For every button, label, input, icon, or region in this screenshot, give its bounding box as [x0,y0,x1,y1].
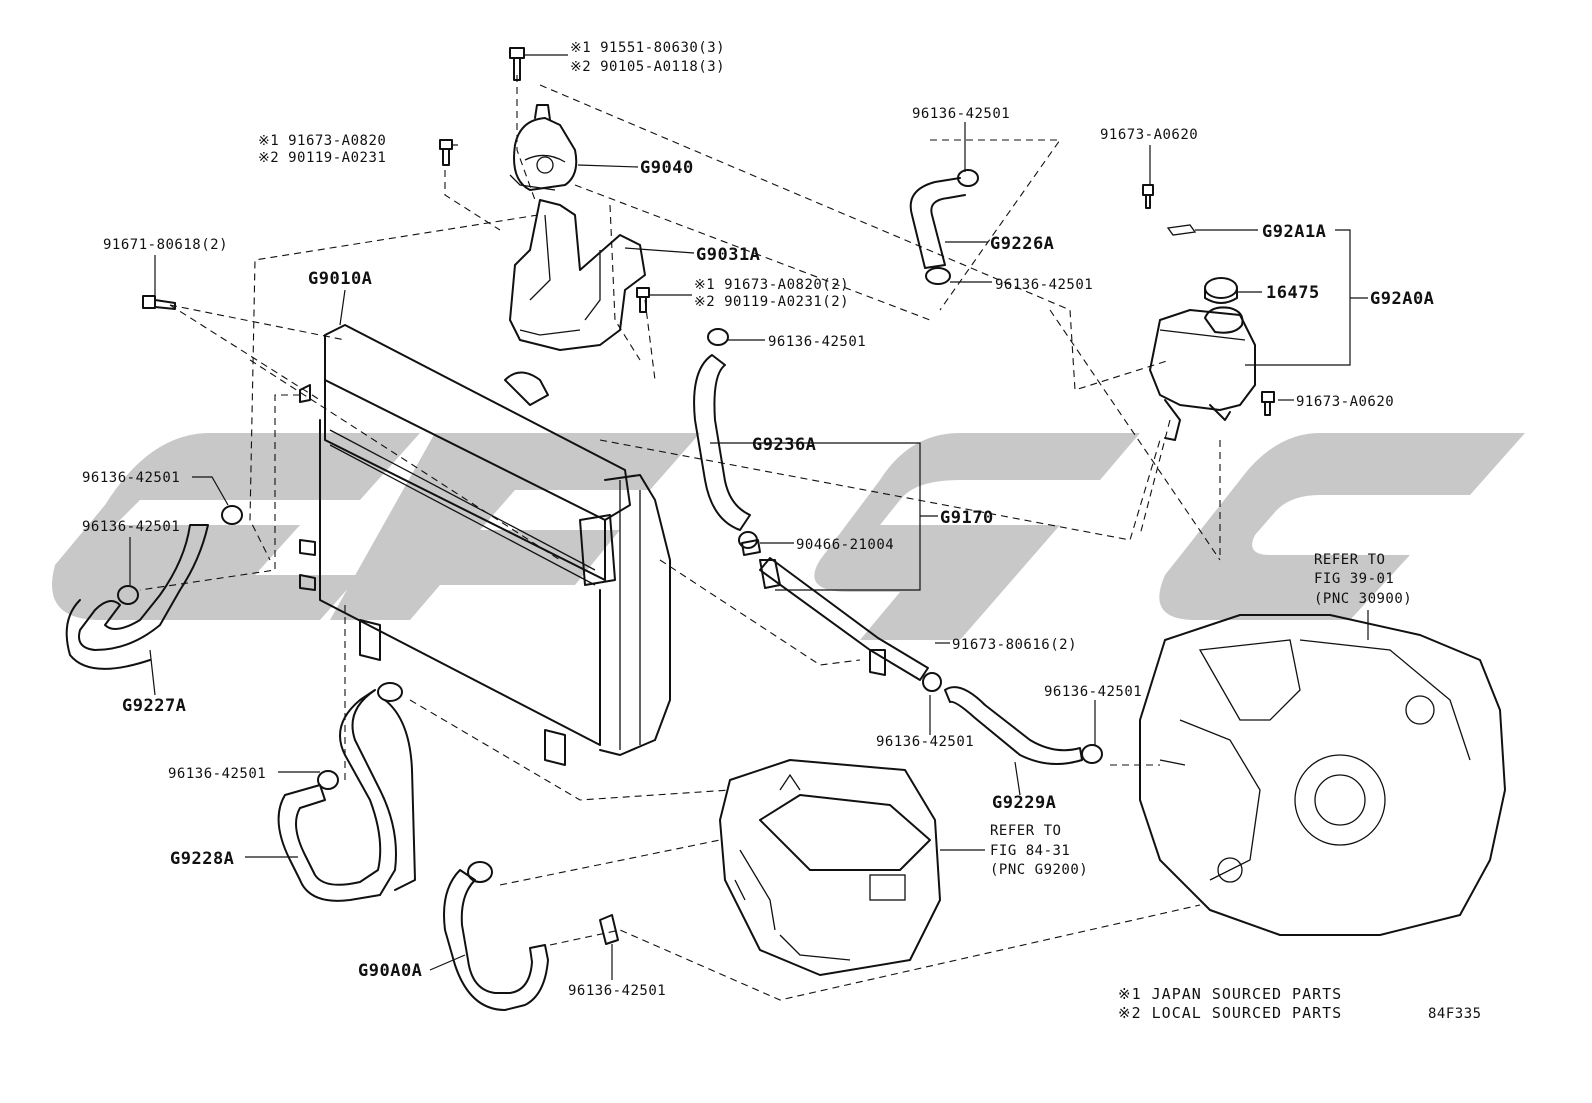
hose-g9226a [909,169,979,285]
watermark-shape-1 [52,433,420,620]
part-label-l11: 91671-80618(2) [103,237,228,253]
fan-shroud [599,474,671,756]
part-label-l13: 96136-42501 [995,277,1093,293]
assembly-line [169,304,321,401]
part-label-l01: ※1 91551-80630(3) [570,40,725,56]
leader-lines [129,54,1369,980]
part-label-l38: G90A0A [358,961,422,981]
part-label-l17: G92A0A [1370,289,1434,309]
part-label-l27: (PNC 30900) [1314,591,1412,607]
reservoir-tank [1142,184,1275,441]
hose-g90a0a [443,861,549,1011]
assembly-line [1049,309,1221,561]
part-label-l34: REFER TO [990,823,1061,839]
part-label-l18: 96136-42501 [768,334,866,350]
part-labels: ※1 91551-80630(3) ※2 90105-A0118(3) ※1 916… [82,40,1482,1022]
part-label-l23: 96136-42501 [82,519,180,535]
part-label-l09: G9226A [990,234,1054,254]
part-label-l24: 90466-21004 [796,537,894,553]
part-label-l04: ※2 90119-A0231 [258,150,386,166]
assembly-lines [139,75,1221,1001]
part-label-l19: 91673-A0620 [1296,394,1394,410]
assembly-line [539,84,1171,391]
part-label-l25: REFER TO [1314,552,1385,568]
assembly-line [574,184,931,321]
inverter-assembly [719,759,941,976]
bolt-top [509,47,525,81]
watermark-shape-4 [1159,433,1525,620]
part-label-l33: G9229A [992,793,1056,813]
assembly-line [1139,419,1171,536]
assembly-line [516,75,536,201]
part-label-l15: ※2 90119-A0231(2) [694,294,849,310]
hose-clamps [599,539,761,945]
part-label-l36: (PNC G9200) [990,862,1088,878]
part-label-l14: ※1 91673-A0820(2) [694,277,849,293]
part-label-l12: G9010A [308,269,372,289]
pump-bracket [509,199,646,351]
assembly-line [444,170,501,231]
assembly-line [644,299,656,381]
part-label-l26: FIG 39-01 [1314,571,1394,587]
hose-g9228a [277,682,416,902]
part-label-l05: G9040 [640,158,694,178]
water-pump [509,104,578,191]
part-label-l21: 96136-42501 [82,470,180,486]
part-label-l07: 91673-A0620 [1100,127,1198,143]
hose-g9236a [693,328,758,549]
radiator [299,324,631,766]
part-label-l20: G9236A [752,435,816,455]
part-label-l08: G92A1A [1262,222,1326,242]
watermark-logo [52,433,1525,640]
assembly-line [249,214,539,561]
part-label-l16: 16475 [1266,283,1320,303]
watermark-shape-3 [814,433,1140,640]
part-label-l31: 96136-42501 [876,734,974,750]
hose-g9229a [922,672,1103,765]
bolt-mid [636,287,650,313]
part-label-l03: ※1 91673-A0820 [258,133,386,149]
part-label-l29: 96136-42501 [1044,684,1142,700]
assembly-line [139,394,300,591]
transaxle-assembly [1139,614,1506,936]
assembly-line [249,359,561,561]
part-label-l40: ※1 JAPAN SOURCED PARTS [1118,985,1342,1003]
bolt-left [439,139,453,166]
bolt-91671 [142,295,176,310]
part-label-l41: ※2 LOCAL SOURCED PARTS [1118,1004,1342,1022]
part-label-l06: 96136-42501 [912,106,1010,122]
part-label-l42: 84F335 [1428,1006,1482,1022]
part-label-l39: 96136-42501 [568,983,666,999]
part-label-l02: ※2 90105-A0118(3) [570,59,725,75]
assembly-line [409,699,731,801]
part-label-l30: G9227A [122,696,186,716]
assembly-line [499,839,721,886]
part-label-l10: G9031A [696,245,760,265]
part-label-l28: 91673-80616(2) [952,637,1077,653]
hose-g9227a [65,505,243,670]
assembly-line [930,139,1062,311]
assembly-line [549,904,1201,1001]
part-label-l32: 96136-42501 [168,766,266,782]
assembly-line [659,559,861,666]
coolant-pipe [759,557,929,681]
part-label-l37: G9228A [170,849,234,869]
part-label-l22: G9170 [940,508,994,528]
assembly-line [169,304,346,341]
part-label-l35: FIG 84-31 [990,843,1070,859]
